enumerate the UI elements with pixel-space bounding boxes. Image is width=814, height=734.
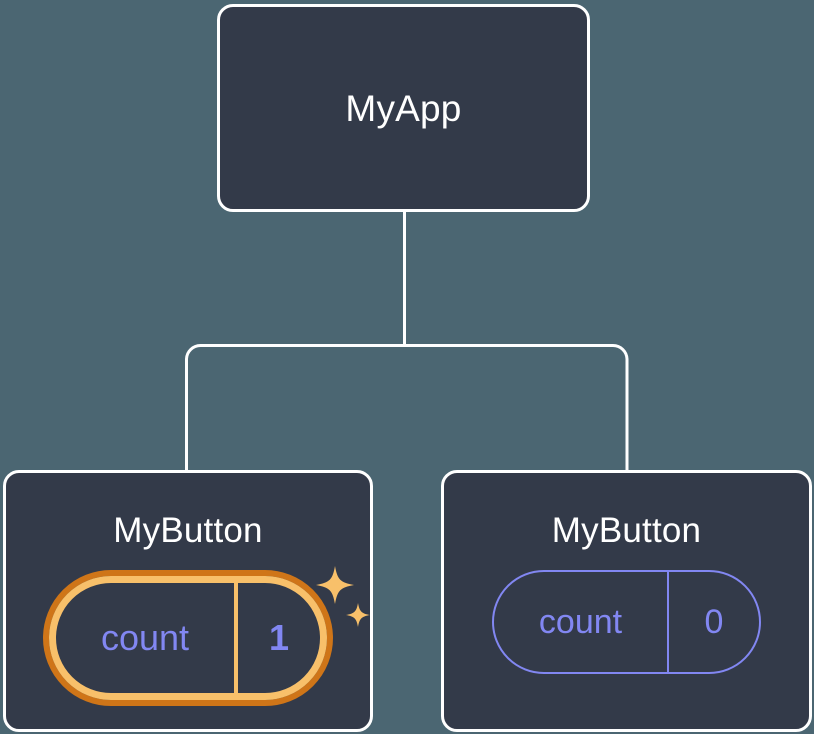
state-pill-inner-ring: count 1	[49, 576, 327, 700]
tree-node-myapp[interactable]: MyApp	[217, 4, 590, 212]
connector-branch-bar	[185, 344, 629, 470]
state-key-label: count	[494, 572, 669, 672]
state-value-label: 1	[268, 617, 290, 658]
state-key-label: count	[56, 583, 238, 693]
state-pill-highlighted[interactable]: count 1	[43, 570, 333, 706]
state-pill-wrapper: count 0	[492, 570, 761, 674]
state-pill[interactable]: count 0	[492, 570, 761, 674]
state-pill-wrapper: count 1	[43, 566, 370, 706]
tree-node-mybutton-updated[interactable]: MyButton count 1	[3, 470, 373, 732]
sparkle-large-icon	[316, 566, 354, 604]
node-title: MyButton	[113, 511, 263, 550]
node-title: MyApp	[345, 87, 462, 129]
node-title: MyButton	[551, 511, 702, 550]
state-value-label: 0	[704, 603, 724, 641]
sparkle-small-icon	[346, 603, 370, 627]
tree-node-mybutton-unchanged[interactable]: MyButton count 0	[441, 470, 812, 732]
